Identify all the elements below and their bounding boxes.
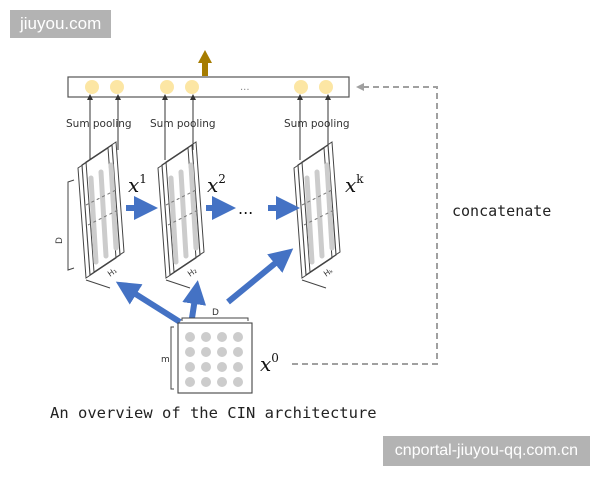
pooling-connectors (87, 94, 331, 160)
output-ellipsis: ... (240, 82, 250, 93)
pooling-label-k: Sum pooling (284, 118, 350, 130)
diagram-caption: An overview of the CIN architecture (50, 404, 377, 422)
output-nodes (85, 80, 333, 94)
layer-xk-label: x (345, 173, 356, 197)
layer-xk: Hₖ xk (293, 141, 364, 289)
layer-x2-label: x (207, 173, 218, 197)
layer-xk-h-label: Hₖ (322, 266, 335, 279)
layer-x2: H₂ x2 (157, 141, 226, 289)
arrow-x0-to-x2 (182, 280, 207, 319)
svg-text:x2: x2 (207, 172, 226, 197)
watermark-bottom: cnportal-jiuyou-qq.com.cn (382, 436, 590, 466)
svg-text:xk: xk (345, 172, 364, 197)
svg-text:x0: x0 (260, 351, 279, 376)
svg-text:x1: x1 (128, 172, 147, 197)
input-x0-sup: 0 (271, 351, 279, 365)
layer-x1-sup: 1 (139, 172, 147, 186)
output-bar (67, 76, 350, 98)
layer-x1: H₁ x1 (77, 141, 147, 289)
output-up-arrow (198, 50, 212, 76)
layer-xk-sup: k (356, 172, 364, 186)
layer-x2-sup: 2 (218, 172, 226, 186)
layer-x1-label: x (128, 173, 139, 197)
d-bracket-label: D (55, 237, 65, 244)
watermark-top: jiuyou.com (10, 10, 112, 38)
input-m-label: m (161, 355, 170, 365)
blue-arrows (115, 196, 300, 325)
input-matrix-x0: D m x0 (161, 308, 279, 394)
pooling-label-1: Sum pooling (66, 118, 132, 130)
arrow-x0-to-xk (226, 248, 294, 305)
layer-x2-h-label: H₂ (186, 266, 199, 279)
layer-x1-h-label: H₁ (106, 266, 119, 279)
pooling-label-2: Sum pooling (150, 118, 216, 130)
d-bracket (67, 179, 75, 271)
concatenate-label: concatenate (452, 202, 551, 220)
middle-ellipsis: ... (238, 199, 253, 218)
input-x0-label: x (260, 352, 271, 376)
input-d-label: D (212, 308, 219, 318)
arrow-x0-to-x1 (115, 281, 182, 325)
concatenate-dashed-loop (292, 83, 438, 365)
